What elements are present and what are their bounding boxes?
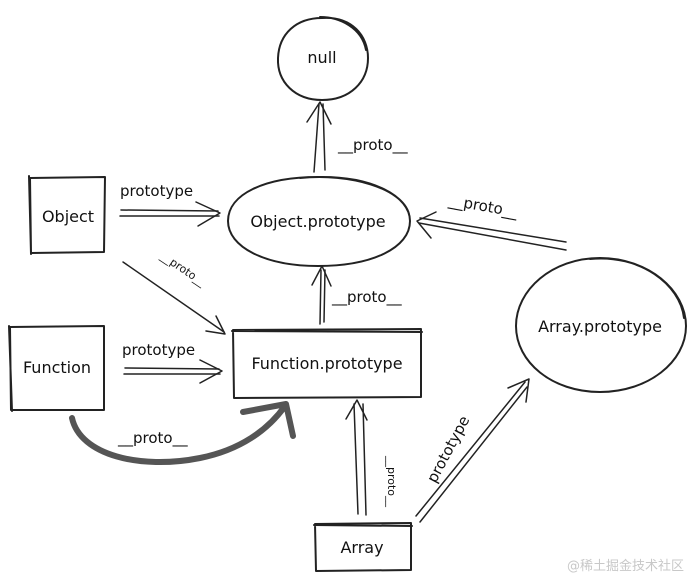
edge-objproto-to-null: __proto__ (306, 101, 408, 173)
node-array-prototype: Array.prototype (515, 257, 687, 393)
node-function-label: Function (23, 358, 91, 377)
node-null: null (276, 16, 369, 101)
node-array-prototype-label: Array.prototype (538, 317, 662, 336)
node-array-label: Array (340, 538, 383, 557)
edge-array-to-funcproto: __proto__ (345, 399, 398, 516)
edge-array-to-arrproto-label: prototype (423, 413, 473, 486)
edge-function-self-proto-label: __proto__ (117, 429, 188, 448)
node-function-prototype: Function.prototype (231, 328, 423, 399)
node-object-prototype-label: Object.prototype (250, 212, 385, 231)
edge-function-self-proto: __proto__ (69, 401, 296, 466)
edge-array-to-arrproto: prototype (415, 378, 530, 523)
edge-arrproto-to-objproto: __proto__ (416, 191, 567, 251)
node-array: Array (313, 522, 413, 572)
node-object: Object (28, 175, 106, 255)
node-function-prototype-label: Function.prototype (251, 354, 402, 373)
edge-array-to-funcproto-label: __proto__ (385, 455, 398, 508)
edge-object-to-objproto-label: prototype (120, 182, 193, 200)
edge-arrproto-to-objproto-label: __proto__ (446, 191, 519, 222)
edge-funcproto-to-objproto-label: __proto__ (331, 288, 402, 307)
edge-funcproto-to-objproto: __proto__ (311, 265, 402, 325)
node-object-prototype: Object.prototype (227, 175, 411, 267)
edge-object-to-objproto: prototype (119, 182, 221, 227)
node-function: Function (8, 325, 105, 412)
node-null-label: null (307, 48, 336, 67)
edge-function-to-funcproto-label: prototype (122, 341, 195, 359)
edge-object-to-funcproto-label: __proto__ (157, 249, 208, 289)
watermark: @稀土掘金技术社区 (567, 558, 684, 574)
node-object-label: Object (42, 207, 94, 226)
edge-objproto-to-null-label: __proto__ (337, 136, 408, 155)
edge-function-to-funcproto: prototype (122, 341, 223, 384)
edge-object-to-funcproto: __proto__ (122, 249, 226, 335)
